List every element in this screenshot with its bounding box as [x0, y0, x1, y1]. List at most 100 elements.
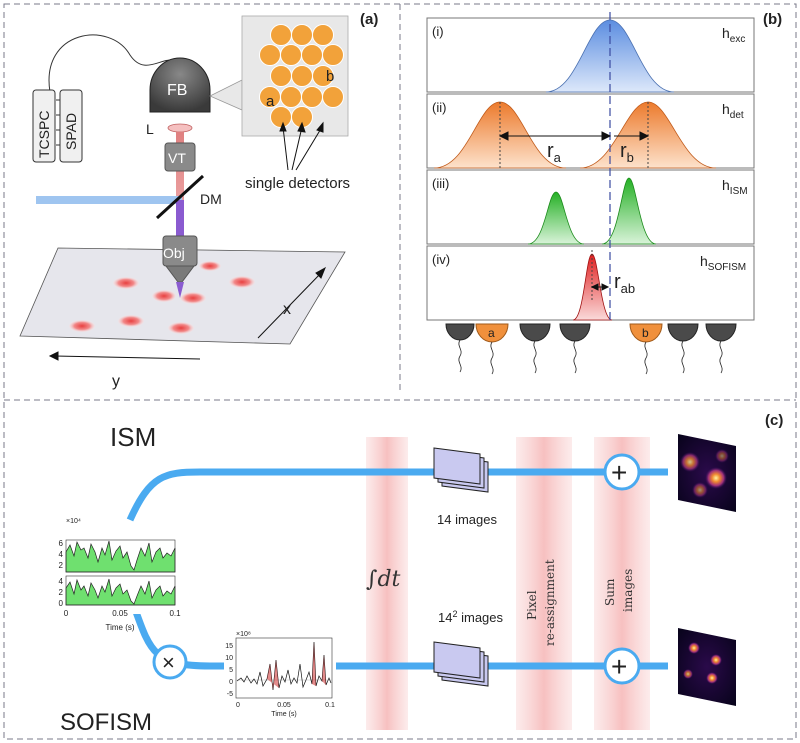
sofism-label: SOFISM: [60, 709, 152, 736]
trace-right-ytick: 5: [229, 667, 233, 674]
row-i-index: (i): [432, 24, 444, 39]
image-stack-top: [433, 447, 489, 493]
axis-x-label: x: [283, 301, 291, 318]
tcspc-label: TCSPC: [36, 111, 52, 158]
integral-label: ∫dt: [366, 567, 401, 592]
trace-left-ytick: 4: [59, 550, 64, 559]
sum-node-bottom: +: [603, 647, 641, 685]
dichroic-mirror: [155, 174, 205, 220]
h-exc-label: hexc: [722, 25, 745, 45]
trace-left-xlabel: Time (s): [105, 623, 134, 632]
axis-x-arrow: [257, 266, 326, 339]
trace-left-bottom: [65, 578, 176, 606]
trace-left-top: [65, 540, 176, 573]
h-sofism-label: hSOFISM: [700, 253, 746, 273]
trace-left-ytick: 0: [59, 599, 64, 608]
ism-flow-line: [126, 468, 668, 522]
spad-box: SPAD: [59, 89, 83, 163]
icon-b-label: b: [642, 326, 649, 340]
row-iv-index: (iv): [432, 252, 450, 267]
trace-left-xtick: 0: [64, 609, 69, 618]
panel-c: (c) ISM SOFISM × ∫dt 14 images 1: [59, 412, 784, 736]
multiply-node: ×: [152, 644, 188, 680]
icon-a-label: a: [488, 326, 495, 340]
trace-right-line: [236, 641, 332, 691]
trace-right-ytick: 0: [229, 679, 233, 686]
callout-pointer: [209, 79, 243, 111]
panel-a-label: (a): [360, 11, 378, 28]
spad-label: SPAD: [63, 113, 79, 150]
reassignment-label: re-assignment: [543, 559, 557, 646]
axis-y-arrow: [48, 351, 201, 361]
lens: [167, 123, 193, 133]
trace-left-ytick: 2: [59, 561, 64, 570]
detector-icons: [445, 323, 737, 375]
panel-a: (a) TCSPC SPAD FB: [19, 11, 378, 390]
sample-spots: [69, 261, 255, 334]
h-ism-curve-a: [527, 191, 585, 245]
fb-label: FB: [167, 82, 187, 99]
row-ii-index: (ii): [432, 100, 446, 115]
pixel-label: Pixel: [525, 590, 539, 620]
detector-arrows: [279, 121, 324, 171]
multiply-symbol: ×: [162, 650, 175, 675]
integral-band: [366, 437, 408, 730]
single-detectors-label: single detectors: [245, 175, 350, 192]
trace-right-ytick: 10: [225, 655, 233, 662]
combined-beam: [176, 200, 184, 244]
trace-left-ytick: 2: [59, 588, 64, 597]
plus-symbol-bottom: +: [611, 651, 627, 682]
sofism-result-image: [678, 628, 736, 706]
trace-right-fill: [267, 642, 326, 690]
panel-c-label: (c): [765, 412, 783, 429]
obj-label: Obj: [163, 245, 185, 261]
h-det-label: hdet: [722, 101, 744, 121]
detector-a-label: a: [266, 93, 275, 110]
displacement-arrows: [498, 131, 650, 291]
panel-borders: [3, 3, 797, 740]
correlation-trace-plot: ×10⁸ 15 10 5 0 -5 0 0.05 0.1 Time (s): [224, 628, 336, 718]
trace-left-ytick: 4: [59, 577, 64, 586]
dm-label: DM: [200, 191, 222, 207]
sum-label: Sum: [603, 578, 617, 606]
rb-label: rb: [620, 140, 634, 165]
images-top-label: 14 images: [437, 512, 497, 527]
trace-left-xtick: 0.05: [112, 609, 128, 618]
intensity-trace-plot: ×10⁴ 6 4 2 4 2 0 0 0.05 0.1 Time (s): [59, 518, 182, 632]
ism-label: ISM: [110, 422, 156, 452]
trace-left-exponent: ×10⁴: [66, 518, 81, 525]
images-label: images: [621, 569, 635, 612]
trace-right-ytick: -5: [227, 691, 233, 698]
panel-b: (b): [426, 11, 782, 375]
trace-left-xtick: 0.1: [169, 609, 181, 618]
ra-label: ra: [547, 140, 562, 165]
h-ism-curve-b: [601, 177, 657, 245]
fiber-bundle: FB: [149, 57, 211, 113]
rab-label: rab: [614, 271, 635, 296]
tcspc-box: TCSPC: [32, 89, 56, 163]
plus-symbol-top: +: [611, 457, 627, 488]
trace-right-xtick: 0.1: [325, 702, 335, 709]
row-iii-index: (iii): [432, 176, 449, 191]
focus-cone: [176, 282, 184, 298]
vt-block: VT: [164, 142, 196, 172]
vt-label: VT: [168, 150, 186, 166]
trace-right-ytick: 15: [225, 643, 233, 650]
excitation-beam: [36, 196, 182, 204]
trace-left-ytick: 6: [59, 539, 64, 548]
h-ism-label: hISM: [722, 177, 748, 197]
trace-right-xtick: 0.05: [277, 702, 291, 709]
axis-y-label: y: [112, 373, 120, 390]
detection-beam: [176, 132, 184, 240]
trace-right-exponent: ×10⁸: [236, 631, 251, 638]
trace-right-xlabel: Time (s): [271, 711, 296, 718]
images-bottom-label: 142 images: [438, 609, 504, 625]
sum-node-top: +: [603, 453, 641, 491]
ism-result-image: [678, 434, 736, 512]
panel-b-label: (b): [763, 11, 782, 28]
trace-right-xtick: 0: [236, 702, 240, 709]
peak-markers: [499, 102, 649, 300]
image-stack-bottom: [433, 641, 489, 687]
detector-b-label: b: [326, 68, 334, 85]
